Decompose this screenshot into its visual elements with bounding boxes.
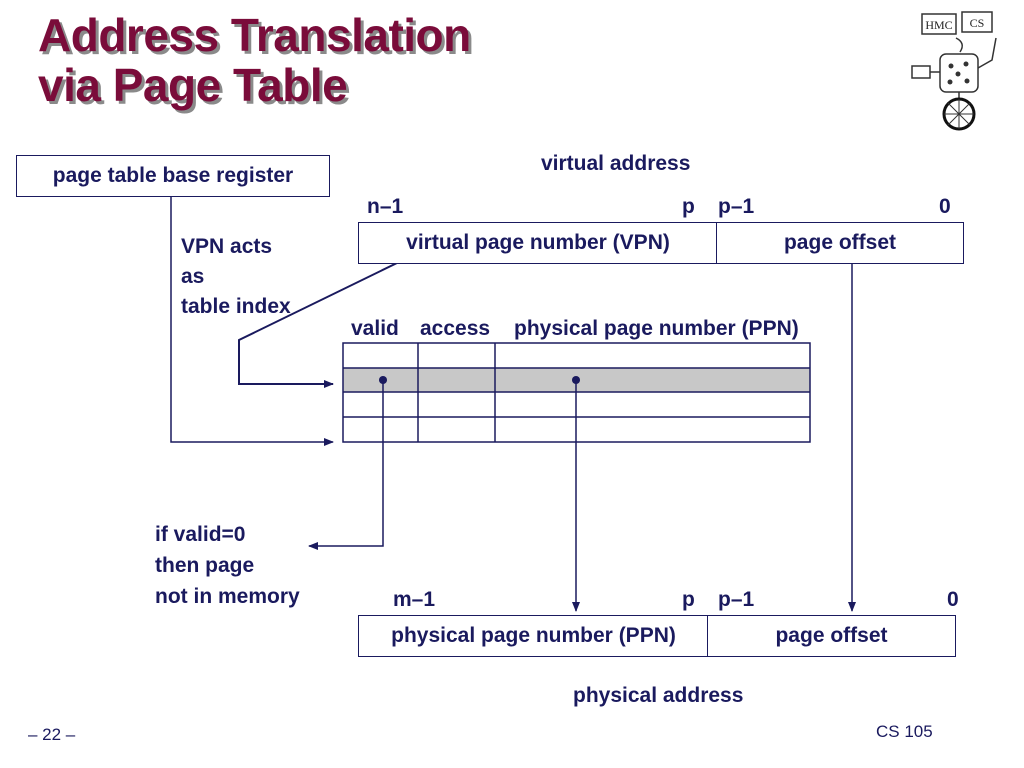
vpn-index-arrow: [238, 262, 398, 388]
vpn-note-line-1: VPN acts: [181, 235, 273, 258]
pa-bit-p: p: [682, 588, 695, 611]
logo-sign-left: [921, 13, 957, 35]
invalid-note-line-3: not in memory: [155, 585, 300, 608]
vpn-note-line-2: as: [181, 265, 205, 288]
title-line-2: via Page Table: [38, 59, 348, 111]
physical-address-caption: physical address: [573, 684, 744, 707]
invalid-page-note: if valid=0 then page not in memory: [155, 519, 300, 612]
virtual-address-caption: virtual address: [541, 152, 691, 175]
invalid-note-line-1: if valid=0: [155, 523, 246, 546]
pa-bit-0: 0: [947, 588, 959, 611]
va-bit-p: p: [682, 195, 695, 218]
pa-bit-p-minus-1: p–1: [718, 588, 755, 611]
valid-bit-arrow: [308, 380, 384, 550]
logo-text-left: HMC: [925, 18, 952, 32]
table-header-access: access: [420, 317, 491, 340]
course-label: CS 105: [876, 722, 933, 741]
va-bit-p-minus-1: p–1: [718, 195, 755, 218]
logo-sign-right: [961, 11, 993, 33]
page-table-base-register: page table base register: [16, 155, 330, 197]
vpn-field: virtual page number (VPN): [358, 222, 718, 264]
table-header-ppn: physical page number (PPN): [514, 317, 799, 340]
hmc-cs-logo: HMC CS: [911, 11, 997, 131]
logo-text-right: CS: [970, 16, 985, 30]
vpn-note-line-3: table index: [181, 295, 291, 318]
pa-page-offset-field: page offset: [707, 615, 956, 657]
va-bit-0: 0: [939, 195, 951, 218]
table-header-valid: valid: [351, 317, 399, 340]
base-register-arrow: [170, 196, 334, 446]
vpn-note: VPN acts as table index: [181, 232, 291, 322]
ppn-field: physical page number (PPN): [358, 615, 709, 657]
va-bit-n-minus-1: n–1: [367, 195, 404, 218]
page-number: – 22 –: [28, 725, 76, 744]
invalid-note-line-2: then page: [155, 554, 255, 577]
va-page-offset-field: page offset: [716, 222, 964, 264]
title-line-1: Address Translation: [38, 9, 471, 61]
pa-bit-m-minus-1: m–1: [393, 588, 436, 611]
slide-title: Address Translation via Page Table: [38, 10, 471, 110]
